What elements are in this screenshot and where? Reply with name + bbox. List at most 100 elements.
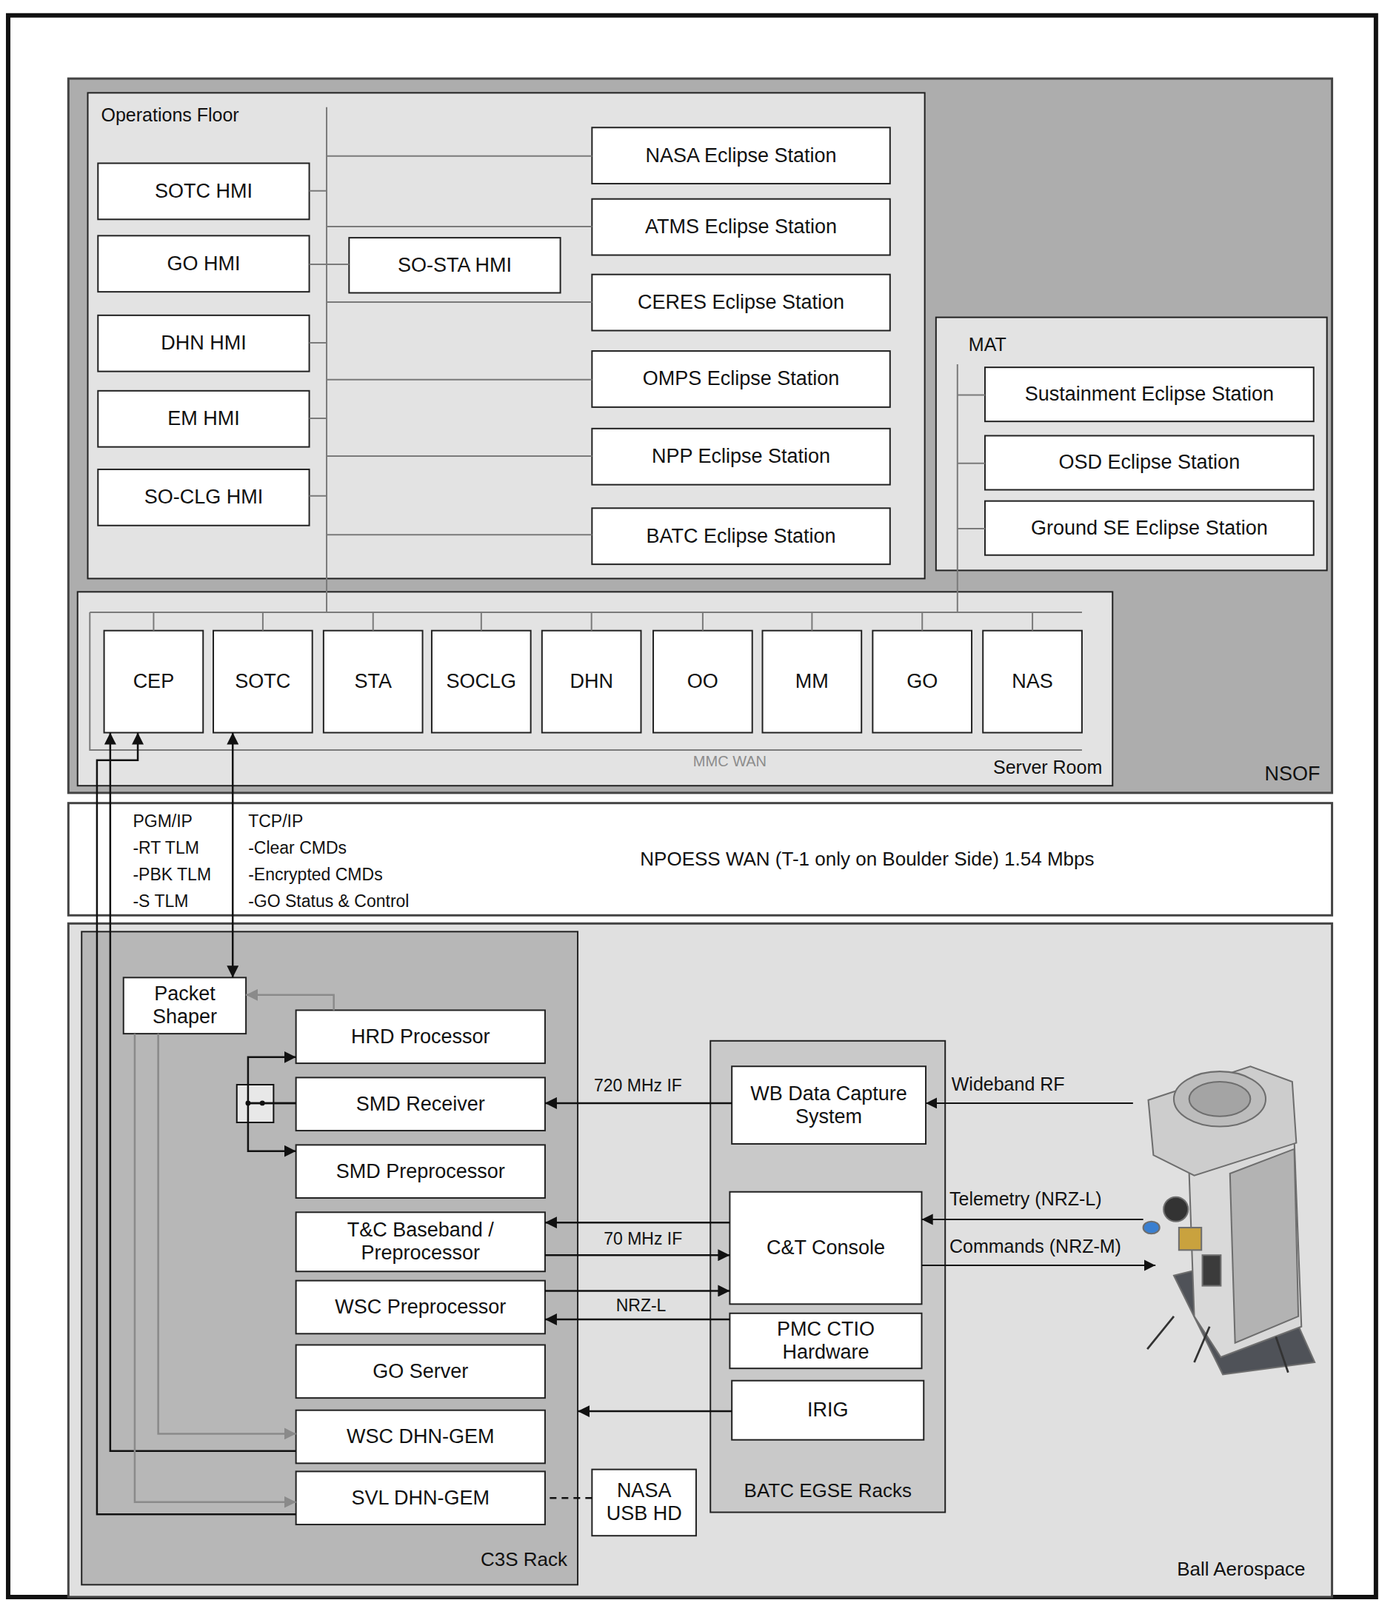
process-box: GO (872, 630, 972, 734)
node-fill (296, 1471, 546, 1525)
box-label: WSC Preprocessor (334, 1296, 506, 1320)
node-fill (431, 630, 532, 734)
process-box: WB Data Capture System (731, 1066, 926, 1145)
group-title: NPOESS WAN (T-1 only on Boulder Side) 1.… (68, 848, 1094, 871)
satellite-illustration (1143, 1066, 1316, 1375)
node-fill (729, 1313, 922, 1369)
group-region: Ball AerospaceC3S RackPacket ShaperHRD P… (68, 923, 1332, 1598)
connector (545, 1102, 732, 1105)
process-box: OMPS Eclipse Station (591, 351, 890, 408)
node-fill (985, 435, 1314, 490)
box-label: SOTC HMI (154, 179, 253, 203)
node-fill (591, 428, 890, 486)
node-fill (104, 630, 204, 734)
box-label: HRD Processor (351, 1025, 491, 1049)
group-region: C3S Rack Packet ShaperHRD ProcessorSMD Re… (81, 931, 578, 1585)
box-label: WSC DHN-GEM (346, 1425, 494, 1449)
box-label: GO HMI (166, 252, 240, 276)
telemetry-arrow (922, 1219, 1144, 1221)
annotation-text: Commands (NRZ-M) (947, 1235, 1124, 1257)
process-box: SMD Preprocessor (296, 1144, 546, 1199)
outer-frame (8, 15, 1377, 1598)
box-label: Packet Shaper (128, 982, 242, 1029)
box-label: CERES Eclipse Station (637, 291, 845, 315)
node-fill (81, 931, 578, 1585)
node-fill (729, 1192, 922, 1305)
connector (97, 733, 297, 1516)
process-box: WSC DHN-GEM (296, 1410, 546, 1465)
signal-label: 70 MHz IF (601, 1229, 685, 1249)
process-box: Sustainment Eclipse Station (985, 367, 1314, 422)
box-label: SOCLG (446, 670, 517, 694)
box-label: NASA Eclipse Station (645, 144, 837, 168)
box-label: BATC Eclipse Station (646, 525, 837, 549)
node-fill (296, 1212, 546, 1272)
node-fill (213, 630, 313, 734)
node-fill (88, 92, 926, 579)
node-fill (296, 1010, 546, 1064)
annotation-text: -Encrypted CMDs (245, 865, 385, 885)
process-box: SOTC HMI (97, 162, 309, 220)
box-label: SVL DHN-GEM (351, 1487, 491, 1511)
box-label: Sustainment Eclipse Station (1024, 382, 1274, 406)
process-box: CERES Eclipse Station (591, 274, 890, 332)
box-label: C&T Console (766, 1236, 886, 1260)
process-box: STA (323, 630, 423, 734)
group-region: Operations FloorSOTC HMIGO HMIDHN HMIEM … (88, 92, 926, 579)
process-box: ATMS Eclipse Station (591, 199, 890, 256)
process-box: MM (762, 630, 863, 734)
process-box: SO-STA HMI (348, 237, 560, 293)
process-box: SVL DHN-GEM (296, 1471, 546, 1525)
group-title: MAT (936, 317, 1007, 356)
box-label: IRIG (807, 1398, 849, 1422)
box-label: SOTC (234, 670, 291, 694)
connector (134, 1033, 297, 1503)
command-arrow (922, 1264, 1157, 1267)
node-fill (123, 977, 246, 1034)
connector (545, 1497, 592, 1500)
node-fill (985, 501, 1314, 556)
node-fill (591, 274, 890, 332)
node-fill (872, 630, 972, 734)
process-box: WSC Preprocessor (296, 1281, 546, 1335)
annotation-text: Wideband RF (949, 1073, 1068, 1095)
process-box: C&T Console (729, 1192, 922, 1305)
node-fill (97, 235, 309, 292)
node-fill (323, 630, 423, 734)
box-label: EM HMI (167, 407, 240, 431)
group-region: BATC EGSE RacksWB Data Capture SystemC&T… (710, 1041, 946, 1514)
box-label: DHN HMI (160, 331, 247, 355)
process-box: DHN HMI (97, 315, 309, 372)
connector (545, 1319, 730, 1322)
node-fill (97, 469, 309, 526)
node-fill (348, 237, 560, 293)
group-title: C3S Rack (480, 1549, 578, 1585)
annotation-text: -S TLM (130, 891, 191, 911)
box-label: MM (795, 670, 829, 694)
connector (545, 1254, 730, 1257)
satellite-aperture-inner (1189, 1082, 1251, 1117)
box-label: NAS (1011, 670, 1054, 694)
satellite-module (1179, 1227, 1202, 1251)
process-box: Packet Shaper (123, 977, 246, 1034)
node-fill (591, 127, 890, 184)
node-fill (653, 630, 753, 734)
box-label: Ground SE Eclipse Station (1030, 516, 1268, 540)
node-fill (982, 630, 1083, 734)
node-fill (731, 1066, 926, 1145)
annotation-text: TCP/IP (245, 811, 306, 831)
node-fill (731, 1381, 924, 1441)
rf-link-arrow (925, 1102, 1134, 1105)
process-box: SOCLG (431, 630, 532, 734)
satellite-module (1202, 1255, 1222, 1286)
satellite-instrument-housing (1148, 1066, 1297, 1176)
process-box: NAS (982, 630, 1083, 734)
process-box: IRIG (731, 1381, 924, 1441)
node-fill (296, 1281, 546, 1335)
process-box: OSD Eclipse Station (985, 435, 1314, 490)
connector (110, 733, 297, 1452)
box-label: SMD Receiver (356, 1093, 486, 1117)
group-title: Server Room (993, 756, 1113, 786)
box-label: STA (354, 670, 392, 694)
